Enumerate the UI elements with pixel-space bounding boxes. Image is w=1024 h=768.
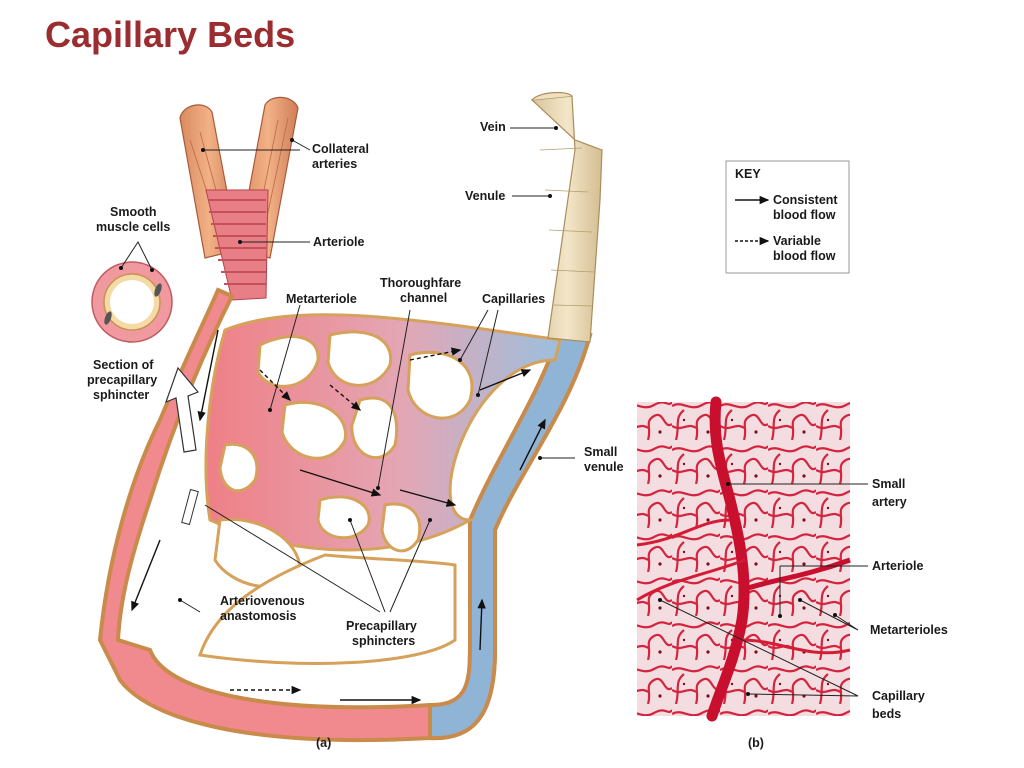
key-heading: KEY — [735, 167, 761, 181]
arteriole-tube — [205, 189, 269, 301]
sphincter-band — [181, 488, 199, 526]
label-metarterioles: Metarterioles — [870, 623, 948, 637]
sphincter-cross-section — [91, 261, 173, 343]
arteriole-vessel — [741, 557, 851, 593]
label-metarteriole: Metarteriole — [286, 292, 357, 306]
label-venule: Venule — [465, 189, 505, 203]
capillary-network — [198, 313, 562, 665]
label-arteriole-a: Arteriole — [313, 235, 364, 249]
section-pointer-arrow — [164, 366, 199, 453]
panel-a-leaders — [119, 126, 575, 613]
slide-title: Capillary Beds — [45, 14, 296, 55]
panel-b-caption: (b) — [748, 736, 764, 750]
panel-a-caption: (a) — [316, 736, 331, 750]
label-vein: Vein — [480, 120, 506, 134]
label-capillaries: Capillaries — [482, 292, 545, 306]
flow-arrows — [131, 329, 546, 705]
key-box — [725, 160, 850, 274]
label-arteriole-b: Arteriole — [872, 559, 923, 573]
vein-and-venule — [530, 91, 603, 343]
